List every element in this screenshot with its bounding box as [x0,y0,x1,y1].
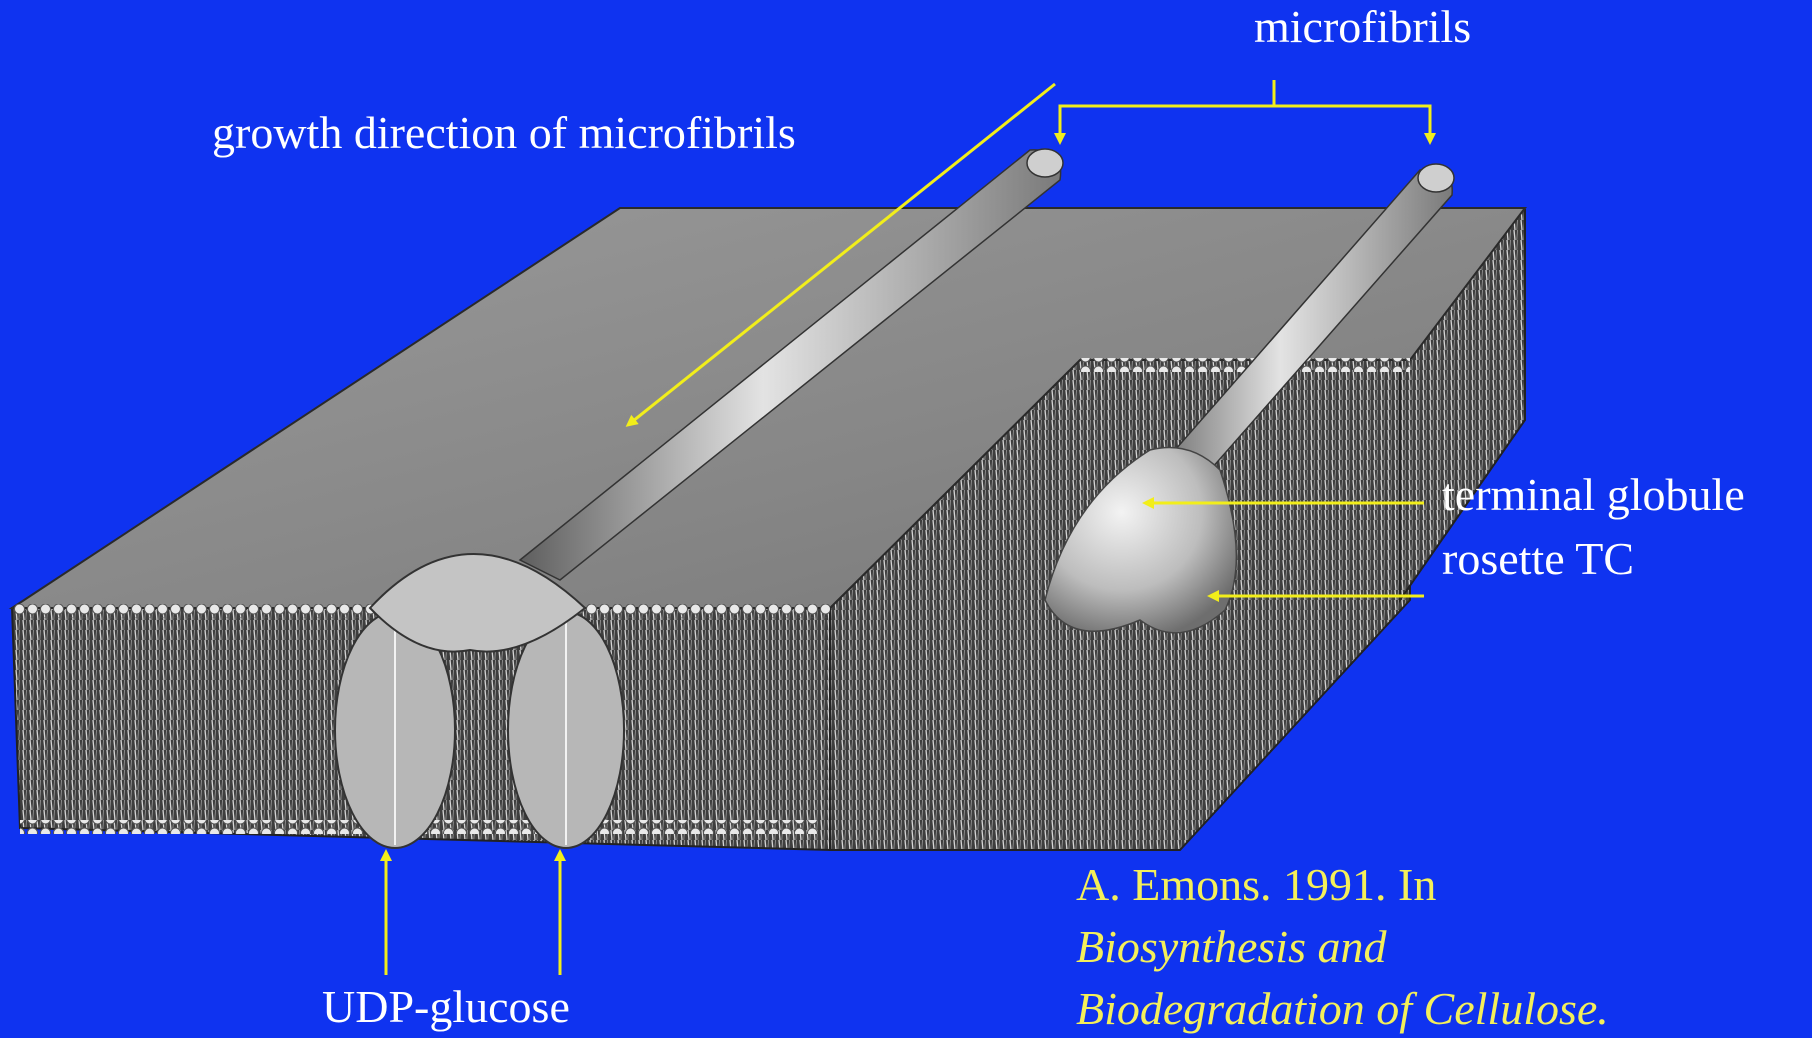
udp-glucose-label: UDP-glucose [322,980,570,1033]
citation-line-1: A. Emons. 1991. In [1076,858,1436,911]
rosette-tc-label: rosette TC [1442,532,1634,585]
citation-line-3: Biodegradation of Cellulose. [1076,982,1609,1035]
terminal-globule-label: terminal globule [1442,468,1745,521]
citation-line-2: Biosynthesis and [1076,920,1386,973]
growth-direction-label: growth direction of microfibrils [212,106,796,159]
microfibrils-bracket [1060,80,1274,132]
microfibrils-label: microfibrils [1254,0,1471,53]
microfibrils-bracket-right [1274,106,1430,132]
